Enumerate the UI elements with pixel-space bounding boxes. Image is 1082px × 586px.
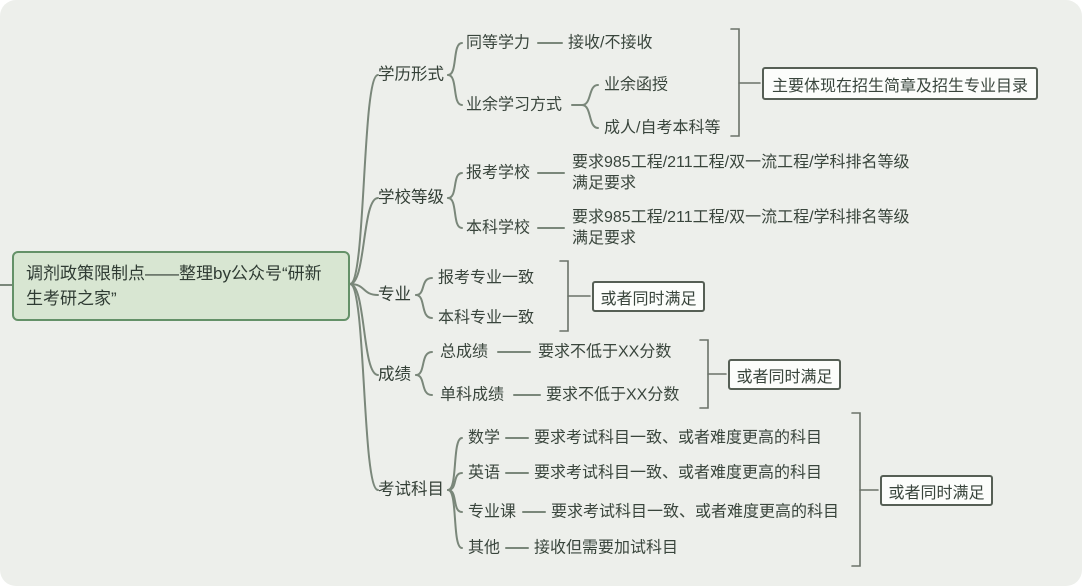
branch-2-note-label: 或者同时满足: [600, 290, 697, 308]
branch-4-child-1-label: 英语: [468, 464, 501, 482]
branch-3-label: 成绩: [378, 365, 411, 384]
branch-1-child-1-leaf: 要求985工程/211工程/双一流工程/学科排名等级 满足要求: [572, 209, 910, 247]
branch-0-note-label: 主要体现在招生简章及招生专业目录: [772, 77, 1029, 95]
branch-0-child-1-leaf-0: 业余函授: [604, 76, 669, 94]
branch-1-child-0-label: 报考学校: [466, 164, 531, 182]
branch-3-child-0-label: 总成绩: [440, 343, 489, 361]
branch-4-child-2-label: 专业课: [468, 503, 517, 521]
branch-0-label: 学历形式: [378, 65, 444, 84]
branch-0-child-0-leaf: 接收/不接收: [568, 34, 653, 52]
branch-2-note-box: 或者同时满足: [592, 281, 705, 312]
branch-1-child-0-leaf: 要求985工程/211工程/双一流工程/学科排名等级 满足要求: [572, 154, 910, 192]
branch-0-note-box: 主要体现在招生简章及招生专业目录: [762, 67, 1038, 100]
branch-2-label: 专业: [378, 285, 411, 304]
branch-2-child-1-label: 本科专业一致: [438, 309, 535, 327]
branch-3-note-label: 或者同时满足: [736, 368, 833, 386]
branch-0-child-0-label: 同等学力: [466, 34, 531, 52]
branch-4-child-3-leaf: 接收但需要加试科目: [534, 539, 679, 557]
branch-4-note-label: 或者同时满足: [888, 484, 985, 502]
branch-3-child-0-leaf: 要求不低于XX分数: [538, 343, 672, 361]
branch-4-child-1-leaf: 要求考试科目一致、或者难度更高的科目: [534, 464, 823, 482]
branch-4-child-0-label: 数学: [468, 429, 501, 447]
branch-0-child-1-label: 业余学习方式: [466, 96, 563, 114]
branch-4-child-3-label: 其他: [468, 539, 501, 557]
branch-0-child-1-leaf-1: 成人/自考本科等: [604, 119, 721, 137]
branch-3-child-1-leaf: 要求不低于XX分数: [546, 386, 680, 404]
branch-4-note-box: 或者同时满足: [880, 475, 993, 506]
branch-4-child-2-leaf: 要求考试科目一致、或者难度更高的科目: [551, 503, 840, 521]
root-node: 调剂政策限制点——整理by公众号“研新生考研之家”: [12, 251, 350, 321]
branch-3-note-box: 或者同时满足: [728, 359, 841, 390]
branch-1-child-1-label: 本科学校: [466, 219, 531, 237]
branch-4-child-0-leaf: 要求考试科目一致、或者难度更高的科目: [534, 429, 823, 447]
branch-4-label: 考试科目: [378, 480, 444, 499]
branch-3-child-1-label: 单科成绩: [440, 386, 505, 404]
branch-1-label: 学校等级: [378, 188, 444, 207]
root-node-label: 调剂政策限制点——整理by公众号“研新生考研之家”: [26, 264, 322, 308]
branch-2-child-0-label: 报考专业一致: [438, 269, 535, 287]
